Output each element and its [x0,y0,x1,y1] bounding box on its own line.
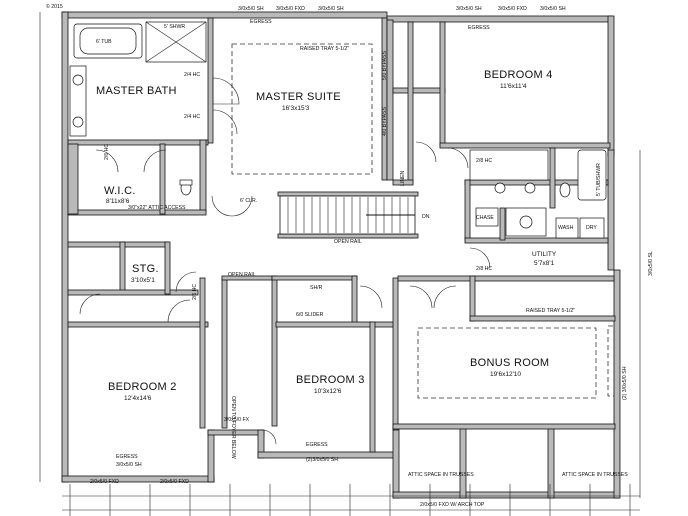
bypass-note-2: 4/0 BYPASS [382,106,388,136]
egress-bedroom4-note: EGRESS [468,25,490,31]
master-raised-tray [231,43,373,175]
room-utility-dim: 5'7x8'1 [534,260,555,267]
window-top-4: 3/0x5/0 SH [456,6,482,12]
clear-note: 6' CLR. [240,198,257,204]
room-bedroom3-dim: 10'3x12'6 [314,388,342,395]
master-bath-sinks [69,65,87,137]
bypass-note-1: 5/0 BYPASS [382,50,388,80]
attic-left-note: ATTIC SPACE IN TRUSSES [408,472,474,478]
linen-note: LINEN [400,170,406,186]
room-bedroom4-label: BEDROOM 4 [484,69,553,81]
room-bedroom4-dim: 11'6x11'4 [500,83,527,90]
hc-note-5: 2/8 HC [476,158,492,164]
hc-note-4: 2/8 HC [476,266,492,272]
attic-right-note: ATTIC SPACE IN TRUSSES [562,472,628,478]
room-master-bath-label: MASTER BATH [96,85,177,97]
tub-shower-note: 5' TUB/SHWR [596,163,602,196]
tub [73,23,143,59]
bonus-raised-tray [417,327,597,399]
open-rail-note-2: OPEN RAIL [228,272,256,278]
wash-note: WASH [558,225,574,231]
bonus-window-outline [607,325,615,397]
window-top-2: 3/0x5/0 FXD [276,6,305,12]
right-window-2: 3/0x5/0 SL [648,251,654,276]
room-master-suite-dim: 16'3x15'3 [282,105,310,112]
room-bonus-label: BONUS ROOM [470,357,549,369]
bottom-window-3: 2/0x5/0 FXD W/ ARCH TOP [420,502,485,508]
shower-note: 5' SHWR [164,24,185,30]
chase-note: CHASE [476,215,494,221]
right-window-1: (2) 3/0x5/0 SH [622,366,628,400]
stair-down-note: DN [422,214,430,220]
hc-note-1: 2/4 HC [184,114,200,120]
window-bedroom3-note: (2)3/0x5/0 SH [306,457,338,463]
room-bonus-dim: 19'6x12'10 [490,371,521,378]
dimension-lines [39,12,641,516]
room-stg-dim: 3'10x5'1 [131,277,155,284]
room-utility-label: UTILITY [532,251,557,258]
open-rail-note-1: OPEN RAIL [334,239,362,245]
window-bedroom2-note: 3/0x5/0 SH [116,462,142,468]
door-swings [79,77,491,445]
raised-tray-master-note: RAISED TRAY 5-1/2" [300,46,349,52]
hc-note-6: 2/4 HC [184,72,200,78]
shower [145,21,207,63]
bottom-window-2: 2/0x5/0 FXD [160,479,189,485]
hc-note-3: 2/6 HC [192,284,198,300]
slider-note: 6/0 SLIDER [296,312,324,318]
staircase [279,195,416,239]
dry-note: DRY [586,225,597,231]
hc-note-2: 2/6 HC [104,144,110,160]
interior-walls [67,17,616,453]
shelf-rod-note: SH/R [310,285,323,291]
fx-window-note: 3/0x5/0 FX [224,417,250,423]
bath2-fixtures [469,149,607,201]
egress-bedroom3-note: EGRESS [306,442,328,448]
egress-bedroom2-note: EGRESS [116,454,138,460]
window-top-3: 3/0x5/0 SH [318,6,344,12]
room-bedroom3-label: BEDROOM 3 [296,374,365,386]
window-top-6: 3/0x5/0 SH [540,6,566,12]
utility-fixtures [475,207,605,239]
tub-note: 6' TUB [96,39,112,45]
toilet-master [179,179,193,196]
window-top-1: 3/0x5/0 SH [238,6,264,12]
room-bedroom2-label: BEDROOM 2 [108,381,177,393]
open-to-foyer-note: OPEN TO FOYER BELOW [230,396,236,459]
raised-tray-bonus-note: RAISED TRAY 5-1/2" [526,308,575,314]
window-top-5: 3/0x5/0 FXD [498,6,527,12]
room-wic-dim: 8'11x8'6 [106,198,130,205]
room-bedroom2-dim: 12'4x14'6 [124,395,152,402]
egress-top-note: EGRESS [250,19,272,25]
room-wic-label: W.I.C. [104,185,136,197]
copyright-note: © 2015 [46,3,63,10]
room-master-suite-label: MASTER SUITE [256,91,341,103]
attic-access-note: 3/0"x22" ATTIC ACCESS [128,205,186,211]
room-stg-label: STG. [132,263,159,275]
bottom-window-1: 2/0x5/0 FXD [90,479,119,485]
